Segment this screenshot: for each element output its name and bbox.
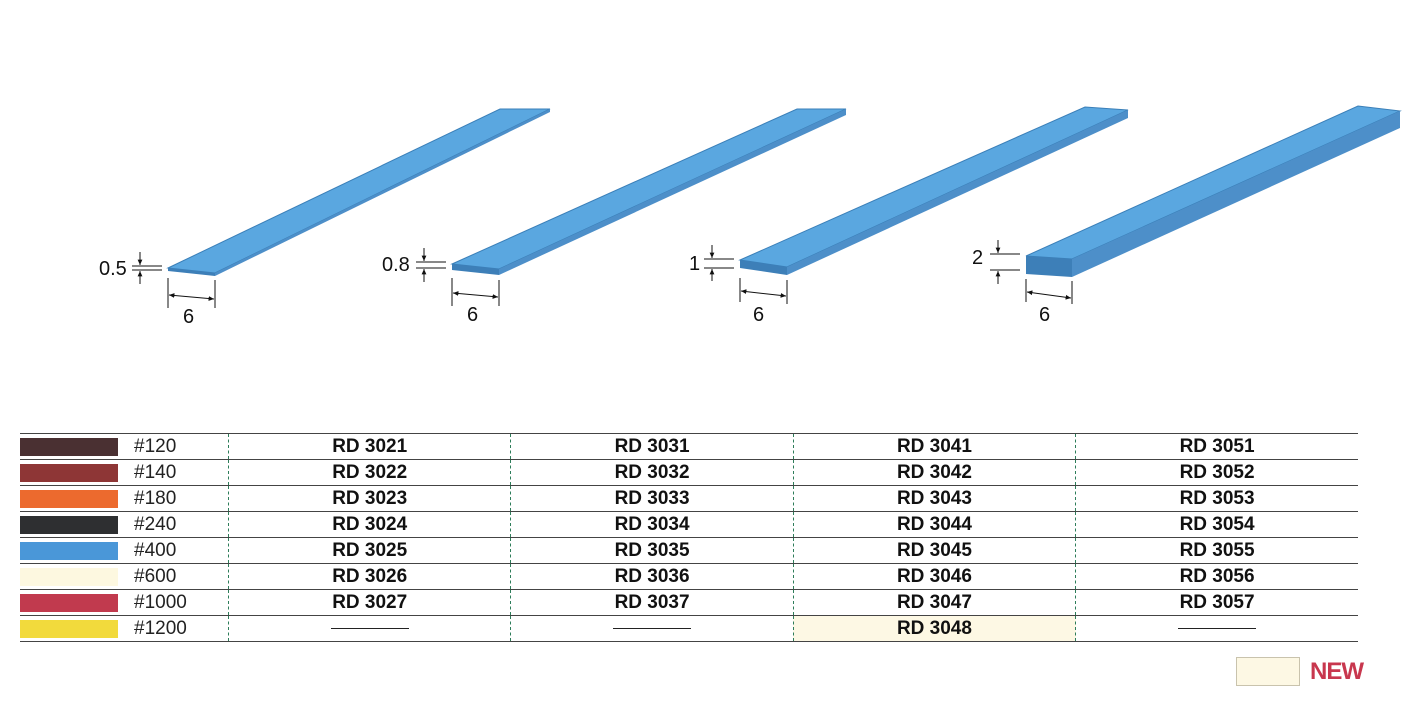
color-swatch-cell <box>20 563 120 590</box>
strip-1-width: 6 <box>183 306 194 328</box>
color-swatch-cell <box>20 511 120 538</box>
product-code: RD 3054 <box>1075 511 1358 538</box>
grit-label: #240 <box>120 511 229 538</box>
product-code: RD 3046 <box>792 563 1076 590</box>
product-code: RD 3027 <box>227 589 511 616</box>
product-code: RD 3047 <box>792 589 1076 616</box>
product-code: RD 3053 <box>1075 485 1358 512</box>
dash-mark <box>1178 627 1257 629</box>
new-legend-swatch <box>1236 657 1300 686</box>
grit-label: #120 <box>120 433 229 460</box>
not-available-dash <box>227 615 511 642</box>
strip-4-thickness: 2 <box>972 247 983 269</box>
grit-label: #1000 <box>120 589 229 616</box>
product-code: RD 3056 <box>1075 563 1358 590</box>
strip-diagram-4: 2 6 <box>972 105 1402 326</box>
grit-color-swatch <box>20 593 118 612</box>
table-row: #1200 RD 3048 <box>20 615 1358 642</box>
strip-diagrams: 0.5 6 0.8 6 1 6 <box>99 105 1402 328</box>
product-code: RD 3036 <box>510 563 794 590</box>
strip-1-thickness: 0.5 <box>99 258 127 280</box>
product-code: RD 3055 <box>1075 537 1358 564</box>
product-code: RD 3034 <box>510 511 794 538</box>
product-code: RD 3052 <box>1075 459 1358 486</box>
grit-color-swatch <box>20 541 118 560</box>
strip-4-width: 6 <box>1039 304 1050 326</box>
strip-diagram-2: 0.8 6 <box>382 108 847 326</box>
product-code: RD 3024 <box>227 511 511 538</box>
strip-3-thickness: 1 <box>689 253 700 275</box>
product-code: RD 3032 <box>510 459 794 486</box>
strip-diagram-1: 0.5 6 <box>99 108 551 328</box>
grit-label: #180 <box>120 485 229 512</box>
grit-label: #1200 <box>120 615 229 642</box>
dash-mark <box>613 627 692 629</box>
grit-color-swatch <box>20 619 118 638</box>
color-swatch-cell <box>20 485 120 512</box>
grit-color-swatch <box>20 567 118 586</box>
grit-label: #400 <box>120 537 229 564</box>
grit-label: #140 <box>120 459 229 486</box>
grit-label: #600 <box>120 563 229 590</box>
color-swatch-cell <box>20 459 120 486</box>
grit-color-swatch <box>20 437 118 456</box>
color-swatch-cell <box>20 615 120 642</box>
product-code: RD 3022 <box>227 459 511 486</box>
new-legend-label: NEW <box>1310 658 1364 685</box>
product-code: RD 3042 <box>792 459 1076 486</box>
color-swatch-cell <box>20 433 120 460</box>
product-code: RD 3026 <box>227 563 511 590</box>
grit-color-swatch <box>20 463 118 482</box>
product-code: RD 3051 <box>1075 433 1358 460</box>
product-code: RD 3021 <box>227 433 511 460</box>
product-code: RD 3044 <box>792 511 1076 538</box>
product-code: RD 3045 <box>792 537 1076 564</box>
strip-2-width: 6 <box>467 304 478 326</box>
product-code: RD 3033 <box>510 485 794 512</box>
grit-color-swatch <box>20 515 118 534</box>
color-swatch-cell <box>20 589 120 616</box>
product-code: RD 3037 <box>510 589 794 616</box>
not-available-dash <box>1075 615 1358 642</box>
strip-3-width: 6 <box>753 304 764 326</box>
product-code: RD 3025 <box>227 537 511 564</box>
product-code: RD 3031 <box>510 433 794 460</box>
product-code: RD 3043 <box>792 485 1076 512</box>
product-code: RD 3023 <box>227 485 511 512</box>
dash-mark <box>330 627 409 629</box>
color-swatch-cell <box>20 537 120 564</box>
strip-2-thickness: 0.8 <box>382 254 410 276</box>
product-code: RD 3057 <box>1075 589 1358 616</box>
product-code: RD 3041 <box>792 433 1076 460</box>
product-code: RD 3035 <box>510 537 794 564</box>
product-code: RD 3048 <box>792 615 1076 642</box>
grit-color-swatch <box>20 489 118 508</box>
not-available-dash <box>510 615 794 642</box>
strip-diagram-3: 1 6 <box>689 106 1129 326</box>
